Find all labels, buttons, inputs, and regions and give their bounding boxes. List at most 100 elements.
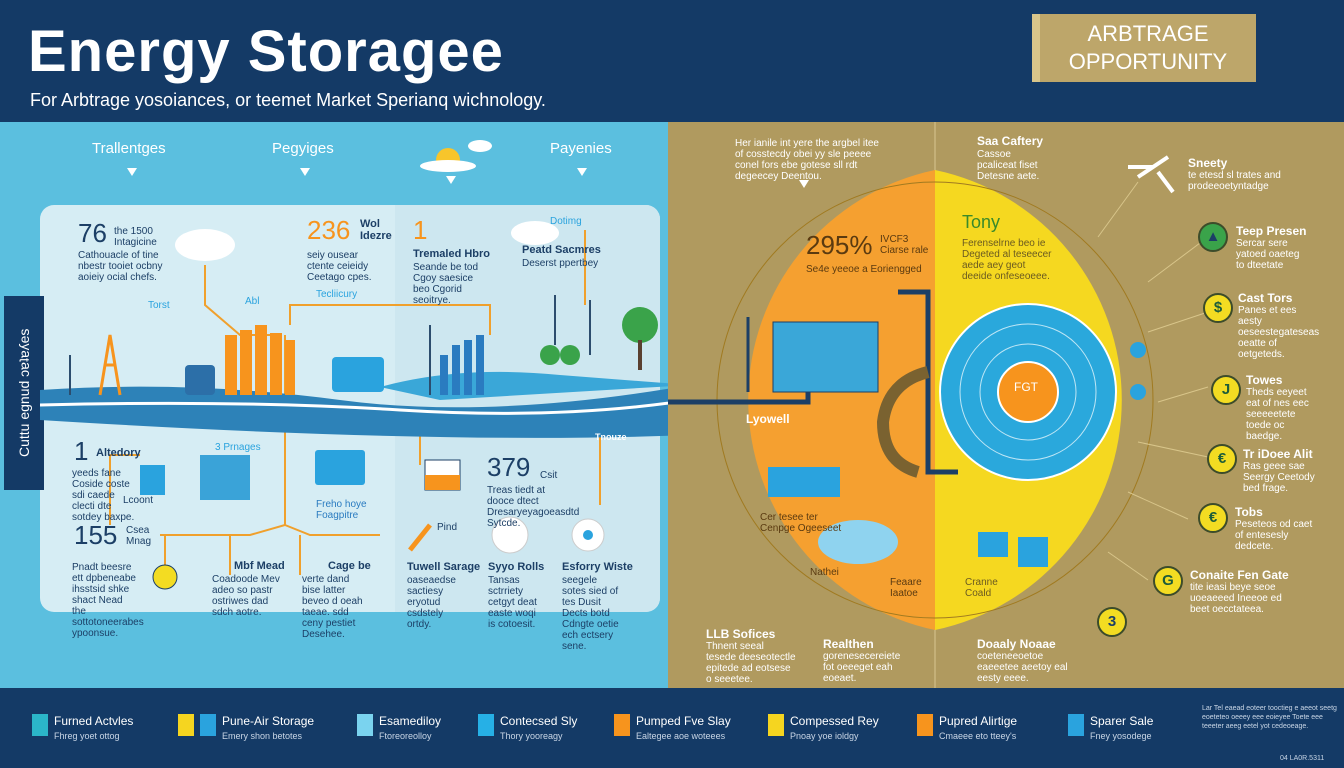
side-item-body: tite ieasi beye seoe uoeaeeed Ineeoe ed … bbox=[1190, 582, 1282, 615]
item-body: seegele sotes sied of tes Dusit Dects bo… bbox=[562, 575, 619, 652]
column-header-2: Pegyiges bbox=[272, 140, 334, 157]
side-item-title: Towes bbox=[1246, 373, 1283, 387]
legend-label: Pumped Fve Slay bbox=[636, 714, 731, 728]
side-item-body: Sercar sere yatoed oaeteg to dteetate bbox=[1236, 238, 1300, 271]
label-text: Dotimg bbox=[550, 216, 582, 227]
label-text: Cranne Coald bbox=[965, 577, 998, 599]
item-body: Pnadt beesre ett dpbeneabe ihsstsid shke… bbox=[72, 562, 144, 639]
page-title: Energy Storagee bbox=[28, 19, 504, 84]
side-item-title: Cast Tors bbox=[1238, 291, 1293, 305]
legend-swatch bbox=[200, 714, 216, 736]
arrow-down-icon bbox=[127, 168, 137, 176]
item-title: Esforry Wiste bbox=[562, 561, 633, 573]
bottom-item-body: Thnent seeal tesede deeseotectle epitede… bbox=[706, 641, 796, 685]
legend-label: Sparer Sale bbox=[1090, 714, 1154, 728]
legend-swatch bbox=[768, 714, 784, 736]
stat-379: 379 bbox=[487, 452, 531, 482]
lyowell-label: Lyowell bbox=[746, 412, 790, 426]
legend-sub: Emery shon betotes bbox=[222, 731, 303, 741]
label-text: Pind bbox=[437, 522, 458, 533]
stat-76: 76 bbox=[78, 218, 107, 248]
item-title: Tremaled Hbro bbox=[413, 248, 491, 260]
bottom-item-body: coeteneeoetoe eaeeetee aeetoy eal eesty … bbox=[977, 651, 1068, 684]
legend-sub: Ftoreoreolloy bbox=[379, 731, 432, 741]
sun-cloud-icon bbox=[420, 140, 492, 172]
item-body: Cassoe pcaliceat fiset Detesne aete. bbox=[977, 149, 1040, 182]
stat-label: Wol Idezre bbox=[360, 218, 392, 242]
side-item-title: Tobs bbox=[1235, 505, 1263, 519]
intro-text: Her ianile int yere the argbel itee of c… bbox=[735, 138, 879, 182]
bottom-item-title: LLB Sofices bbox=[706, 627, 776, 641]
side-item-title: Sneety bbox=[1188, 156, 1228, 170]
column-header-3: Payenies bbox=[550, 140, 612, 157]
tony-body: Ferenselrne beo ie Degeted al teseecer a… bbox=[962, 238, 1052, 282]
legend-swatch bbox=[357, 714, 373, 736]
legend-label: Contecsed Sly bbox=[500, 714, 578, 728]
legend-sub: Fhreg yoet ottog bbox=[54, 731, 120, 741]
legend-swatch bbox=[32, 714, 48, 736]
stat-body: Cathouacle of tine nbestr tooiet ocbny a… bbox=[78, 250, 163, 283]
label-text: Cer tesee ter Cenpge Ogeeseet bbox=[760, 512, 842, 534]
stat-155: 155 bbox=[74, 520, 118, 550]
legend-label: Furned Actvles bbox=[54, 714, 134, 728]
item-title: Mbf Mead bbox=[234, 560, 285, 572]
stat-label: the 1500 bbox=[114, 226, 153, 237]
column-header-1: Trallentges bbox=[92, 140, 166, 157]
item-body: Seande be tod Cgoy saesice beo Cgorid se… bbox=[413, 262, 479, 306]
item-title: Tuwell Sarage bbox=[407, 561, 481, 573]
side-tab: Cuttu egnud ɔɐʇɐʎes bbox=[4, 296, 44, 490]
side-item-body: Panes et ees aesty oeseestegateseas oeat… bbox=[1238, 305, 1320, 360]
legend-sub: Cmaeee eto tteey's bbox=[939, 731, 1017, 741]
item-title: Cage be bbox=[328, 560, 371, 572]
arrow-down-icon bbox=[577, 168, 587, 176]
tony-title: Tony bbox=[962, 212, 1001, 232]
footnote-code: 04 LA0R.5311 bbox=[1280, 755, 1325, 762]
legend-swatch bbox=[917, 714, 933, 736]
item-body: Deserst ppertbey bbox=[522, 258, 599, 269]
number-marker: 3 bbox=[1097, 607, 1127, 637]
page-subtitle: For Arbtrage yosoiances, or teemet Marke… bbox=[30, 90, 546, 110]
item-body: yeeds fane Coside coste sdi caede clecti… bbox=[72, 468, 135, 523]
badge-line-1: ARBTRAGE bbox=[1087, 21, 1209, 46]
label-text: Freho hoye Foagpitre bbox=[316, 499, 367, 521]
euro-icon: € bbox=[1207, 444, 1237, 474]
cycle-icon: G bbox=[1153, 566, 1183, 596]
arrow-down-icon bbox=[446, 176, 456, 184]
legend-sub: Ealtegee aoe woteees bbox=[636, 731, 726, 741]
arrow-down-icon bbox=[300, 168, 310, 176]
label-text: Feaare Iaatoe bbox=[890, 577, 922, 599]
item-title: Saa Caftery bbox=[977, 134, 1044, 148]
item-body: verte dand bise latter beveo d oeah taea… bbox=[302, 574, 363, 640]
label-text: Torst bbox=[148, 300, 170, 311]
side-item-body: Ras geee sae Seergy Ceetody bed frage. bbox=[1243, 461, 1315, 494]
label-text: Tnouze bbox=[595, 432, 627, 442]
yen-icon: J bbox=[1211, 375, 1241, 405]
euro-icon: € bbox=[1198, 503, 1228, 533]
item-body: oaseaedse sactiesy eryotud csdstely ortd… bbox=[407, 575, 456, 630]
legend-swatch bbox=[178, 714, 194, 736]
stat-295: 295% bbox=[806, 230, 873, 260]
label-text: Tecliicury bbox=[316, 289, 358, 300]
legend-sub: Thory yooreagy bbox=[500, 731, 563, 741]
legend-sub: Fney yosodege bbox=[1090, 731, 1152, 741]
legend-label: Pupred Alirtige bbox=[939, 714, 1018, 728]
legend-swatch bbox=[1068, 714, 1084, 736]
stat-body: Se4e yeeoe a Eoriengged bbox=[806, 264, 922, 275]
item-title: Peatd Sacmres bbox=[522, 244, 601, 256]
flow-diagram bbox=[40, 221, 668, 590]
cone-icon: ▲ bbox=[1198, 222, 1228, 252]
stat-label: Csea Mnag bbox=[126, 525, 152, 547]
dollar-icon: $ bbox=[1203, 293, 1233, 323]
center-label: FGT bbox=[1014, 380, 1038, 394]
label-text: Abl bbox=[245, 296, 260, 307]
bottom-item-title: Doaaly Noaae bbox=[977, 637, 1056, 651]
item-body: Coadoode Mev adeo so pastr ostriwes dad … bbox=[212, 574, 280, 618]
legend-label: Compessed Rey bbox=[790, 714, 879, 728]
label-text: Lcoont bbox=[123, 495, 154, 506]
